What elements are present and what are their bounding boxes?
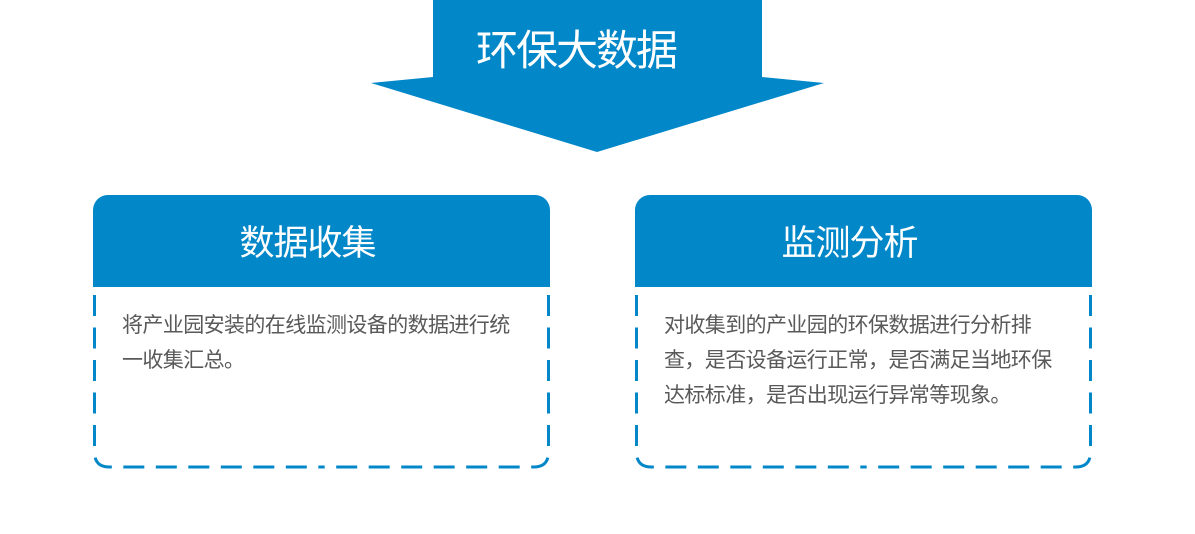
card-data-collection: 数据收集 将产业园安装的在线监测设备的数据进行统一收集汇总。 — [93, 195, 550, 469]
down-arrow-shape — [371, 0, 824, 152]
card-title: 数据收集 — [239, 223, 376, 263]
card-title: 监测分析 — [781, 223, 918, 263]
banner-title: 环保大数据 — [475, 27, 678, 74]
card-body-data-collection: 将产业园安装的在线监测设备的数据进行统一收集汇总。 — [93, 287, 550, 469]
card-header-data-collection: 数据收集 — [93, 195, 550, 287]
card-header-monitoring-analysis: 监测分析 — [635, 195, 1092, 287]
card-body-monitoring-analysis: 对收集到的产业园的环保数据进行分析排查，是否设备运行正常，是否满足当地环保达标标… — [635, 287, 1092, 469]
banner-arrow: 环保大数据 — [0, 0, 1195, 160]
down-arrow-polygon — [371, 0, 824, 152]
card-monitoring-analysis: 监测分析 对收集到的产业园的环保数据进行分析排查，是否设备运行正常，是否满足当地… — [635, 195, 1092, 469]
card-description: 对收集到的产业园的环保数据进行分析排查，是否设备运行正常，是否满足当地环保达标标… — [664, 314, 1052, 407]
card-description: 将产业园安装的在线监测设备的数据进行统一收集汇总。 — [122, 314, 510, 372]
